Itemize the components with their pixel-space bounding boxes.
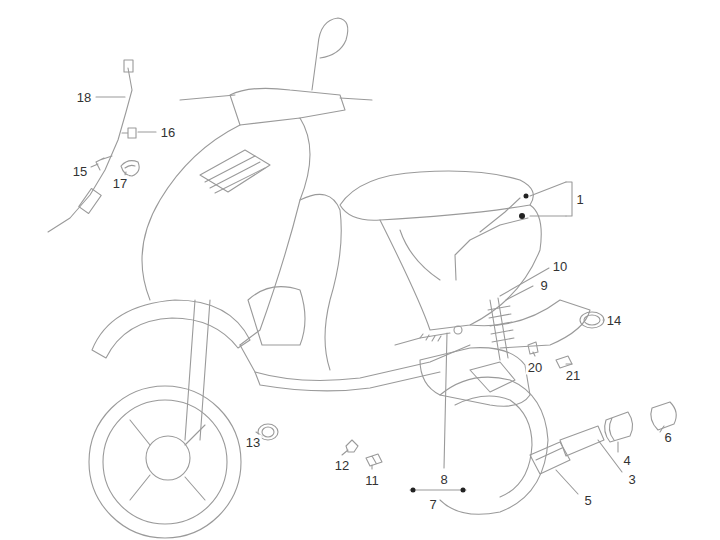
callout-number: 4 <box>621 453 632 468</box>
callout-number: 1 <box>574 192 585 207</box>
callout-number: 8 <box>438 472 449 487</box>
callout-number: 11 <box>363 473 381 488</box>
callout-number: 6 <box>662 430 673 445</box>
callout-number: 20 <box>526 360 544 375</box>
callout-number: 21 <box>564 368 582 383</box>
callout-number: 5 <box>582 493 593 508</box>
callout-number: 10 <box>551 259 569 274</box>
callout-number: 17 <box>111 176 129 191</box>
callout-number: 3 <box>626 472 637 487</box>
callout-number: 18 <box>75 90 93 105</box>
callout-number: 13 <box>244 435 262 450</box>
callout-number: 12 <box>333 458 351 473</box>
callout-number: 14 <box>605 313 623 328</box>
callout-number: 7 <box>427 497 438 512</box>
callout-number: 15 <box>71 164 89 179</box>
callout-number: 16 <box>159 125 177 140</box>
callout-number: 9 <box>538 278 549 293</box>
